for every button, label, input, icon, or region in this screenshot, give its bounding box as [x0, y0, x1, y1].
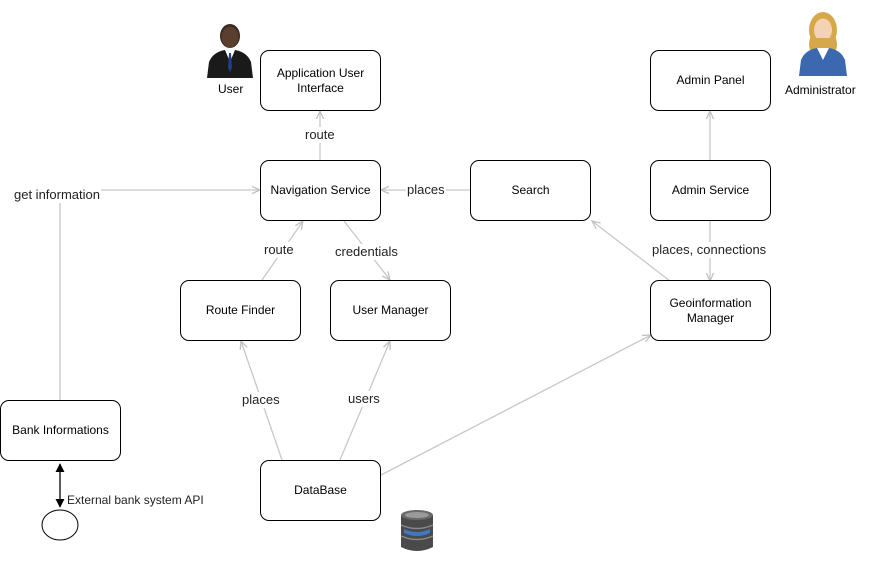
navigation-service-label: Navigation Service [270, 183, 371, 197]
bank-informations-label: Bank Informations [12, 423, 109, 437]
edge-label-get-information: get information [13, 187, 101, 203]
geoinformation-manager-node[interactable]: Geoinformation Manager [650, 280, 771, 341]
search-label: Search [511, 183, 550, 197]
user-manager-node[interactable]: User Manager [330, 280, 451, 341]
edge-label-external-api: External bank system API [66, 492, 205, 508]
admin-service-node[interactable]: Admin Service [650, 160, 771, 221]
app-ui-node[interactable]: Application User Interface [260, 50, 381, 111]
user-manager-label: User Manager [352, 303, 429, 317]
database-node[interactable]: DataBase [260, 460, 381, 521]
edge-label-route-finder: route [263, 242, 295, 258]
edge-label-route-top: route [304, 127, 336, 143]
edge-database-to-geo-manager [380, 335, 651, 476]
database-label: DataBase [294, 483, 347, 497]
administrator-actor-label: Administrator [785, 83, 856, 97]
database-icon [400, 510, 434, 551]
user-actor-label: User [218, 82, 244, 96]
app-ui-label: Application User Interface [276, 65, 365, 95]
admin-panel-label: Admin Panel [676, 73, 745, 87]
edge-label-users-db: users [347, 391, 381, 407]
edge-geo-manager-to-search [592, 221, 671, 282]
businesswoman-icon [799, 12, 847, 76]
admin-panel-node[interactable]: Admin Panel [650, 50, 771, 111]
edge-label-credentials: credentials [334, 244, 399, 260]
route-finder-node[interactable]: Route Finder [180, 280, 301, 341]
admin-service-label: Admin Service [671, 183, 750, 197]
bank-informations-node[interactable]: Bank Informations [0, 400, 121, 461]
route-finder-label: Route Finder [205, 303, 276, 317]
edge-label-places-db: places [241, 392, 281, 408]
businessman-icon [207, 24, 253, 78]
search-node[interactable]: Search [470, 160, 591, 221]
circle-endpoint-icon [41, 509, 79, 541]
edge-label-places-search: places [406, 182, 446, 198]
edge-label-places-connections: places, connections [651, 242, 768, 258]
geoinformation-manager-label: Geoinformation Manager [669, 295, 752, 325]
navigation-service-node[interactable]: Navigation Service [260, 160, 381, 221]
